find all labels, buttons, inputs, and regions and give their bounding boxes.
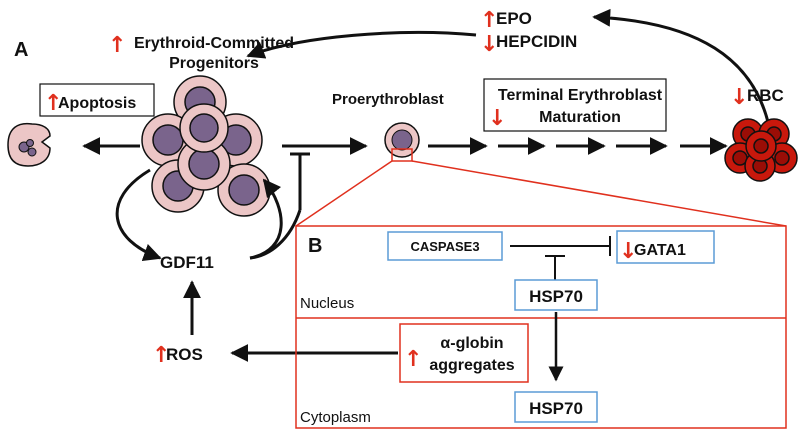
alpha-globin-label-line2: aggregates — [429, 357, 514, 374]
progenitor-cell-cluster-icon — [141, 75, 271, 217]
apoptosis-box: ↑ Apoptosis — [39, 83, 155, 117]
rbc-text: RBC — [747, 86, 784, 105]
cytoplasm-label: Cytoplasm — [300, 409, 371, 426]
apoptosis-label: Apoptosis — [58, 95, 136, 112]
up-arrow-icon: ↑ — [404, 347, 422, 372]
panel-label-b: B — [308, 235, 322, 257]
terminal-maturation-line2: Maturation — [539, 109, 621, 126]
alpha-globin-aggregates-box: ↑ α-globin aggregates — [399, 323, 529, 383]
down-arrow-icon: ↓ — [619, 239, 637, 264]
rbc-to-epo-arrow — [592, 8, 770, 123]
progenitors-label-line1: Erythroid-Committed — [134, 35, 294, 52]
gata1-box: ↓ GATA1 — [616, 230, 715, 264]
rbc-label: ↓ RBC — [730, 85, 784, 110]
rbc-cluster-icon — [724, 118, 798, 182]
panel-label-a: A — [14, 39, 28, 61]
nucleus-label: Nucleus — [300, 295, 354, 312]
up-arrow-icon: ↑ — [108, 33, 126, 58]
terminal-maturation-box: ↓ Terminal Erythroblast Maturation — [483, 78, 667, 132]
gdf11-label: GDF11 — [160, 253, 214, 272]
zoom-line-left — [295, 160, 393, 227]
proerythroblast-cell-icon — [384, 122, 420, 158]
down-arrow-icon: ↓ — [488, 106, 506, 131]
caspase3-label: CASPASE3 — [410, 239, 479, 254]
epo-hepcidin-label: ↑ EPO ↓ HEPCIDIN — [480, 8, 577, 57]
caspase3-box: CASPASE3 — [387, 231, 503, 261]
apoptotic-cell-icon — [7, 122, 51, 167]
epo-to-progenitors-arrow — [246, 31, 477, 59]
progenitors-to-gdf11-arrow — [115, 168, 162, 261]
panel-b-frame — [295, 225, 787, 429]
up-arrow-icon: ↑ — [152, 343, 170, 368]
ros-label: ↑ ROS — [152, 343, 203, 368]
gata1-label: GATA1 — [634, 242, 686, 259]
down-arrow-icon: ↓ — [480, 32, 498, 57]
progenitors-label: ↑ Erythroid-Committed Progenitors — [108, 33, 294, 72]
up-arrow-icon: ↑ — [44, 91, 62, 116]
progenitors-label-line2: Progenitors — [169, 55, 259, 72]
epo-label: EPO — [496, 9, 532, 28]
hsp70-cytoplasm-label: HSP70 — [529, 399, 583, 418]
ros-text: ROS — [166, 345, 203, 364]
hsp70-cytoplasm-box: HSP70 — [514, 391, 598, 423]
hepcidin-label: HEPCIDIN — [496, 32, 577, 51]
terminal-maturation-line1: Terminal Erythroblast — [498, 87, 663, 104]
alpha-globin-label-line1: α-globin — [440, 335, 503, 352]
hsp70-nucleus-box: HSP70 — [514, 279, 598, 311]
down-arrow-icon: ↓ — [730, 85, 748, 110]
zoom-region-box — [391, 148, 413, 162]
hsp70-nucleus-label: HSP70 — [529, 287, 583, 306]
zoom-line-right — [411, 160, 787, 227]
up-arrow-icon: ↑ — [480, 8, 498, 33]
gdf11-inhibition-curve — [249, 209, 302, 260]
proerythroblast-label: Proerythroblast — [332, 91, 444, 108]
